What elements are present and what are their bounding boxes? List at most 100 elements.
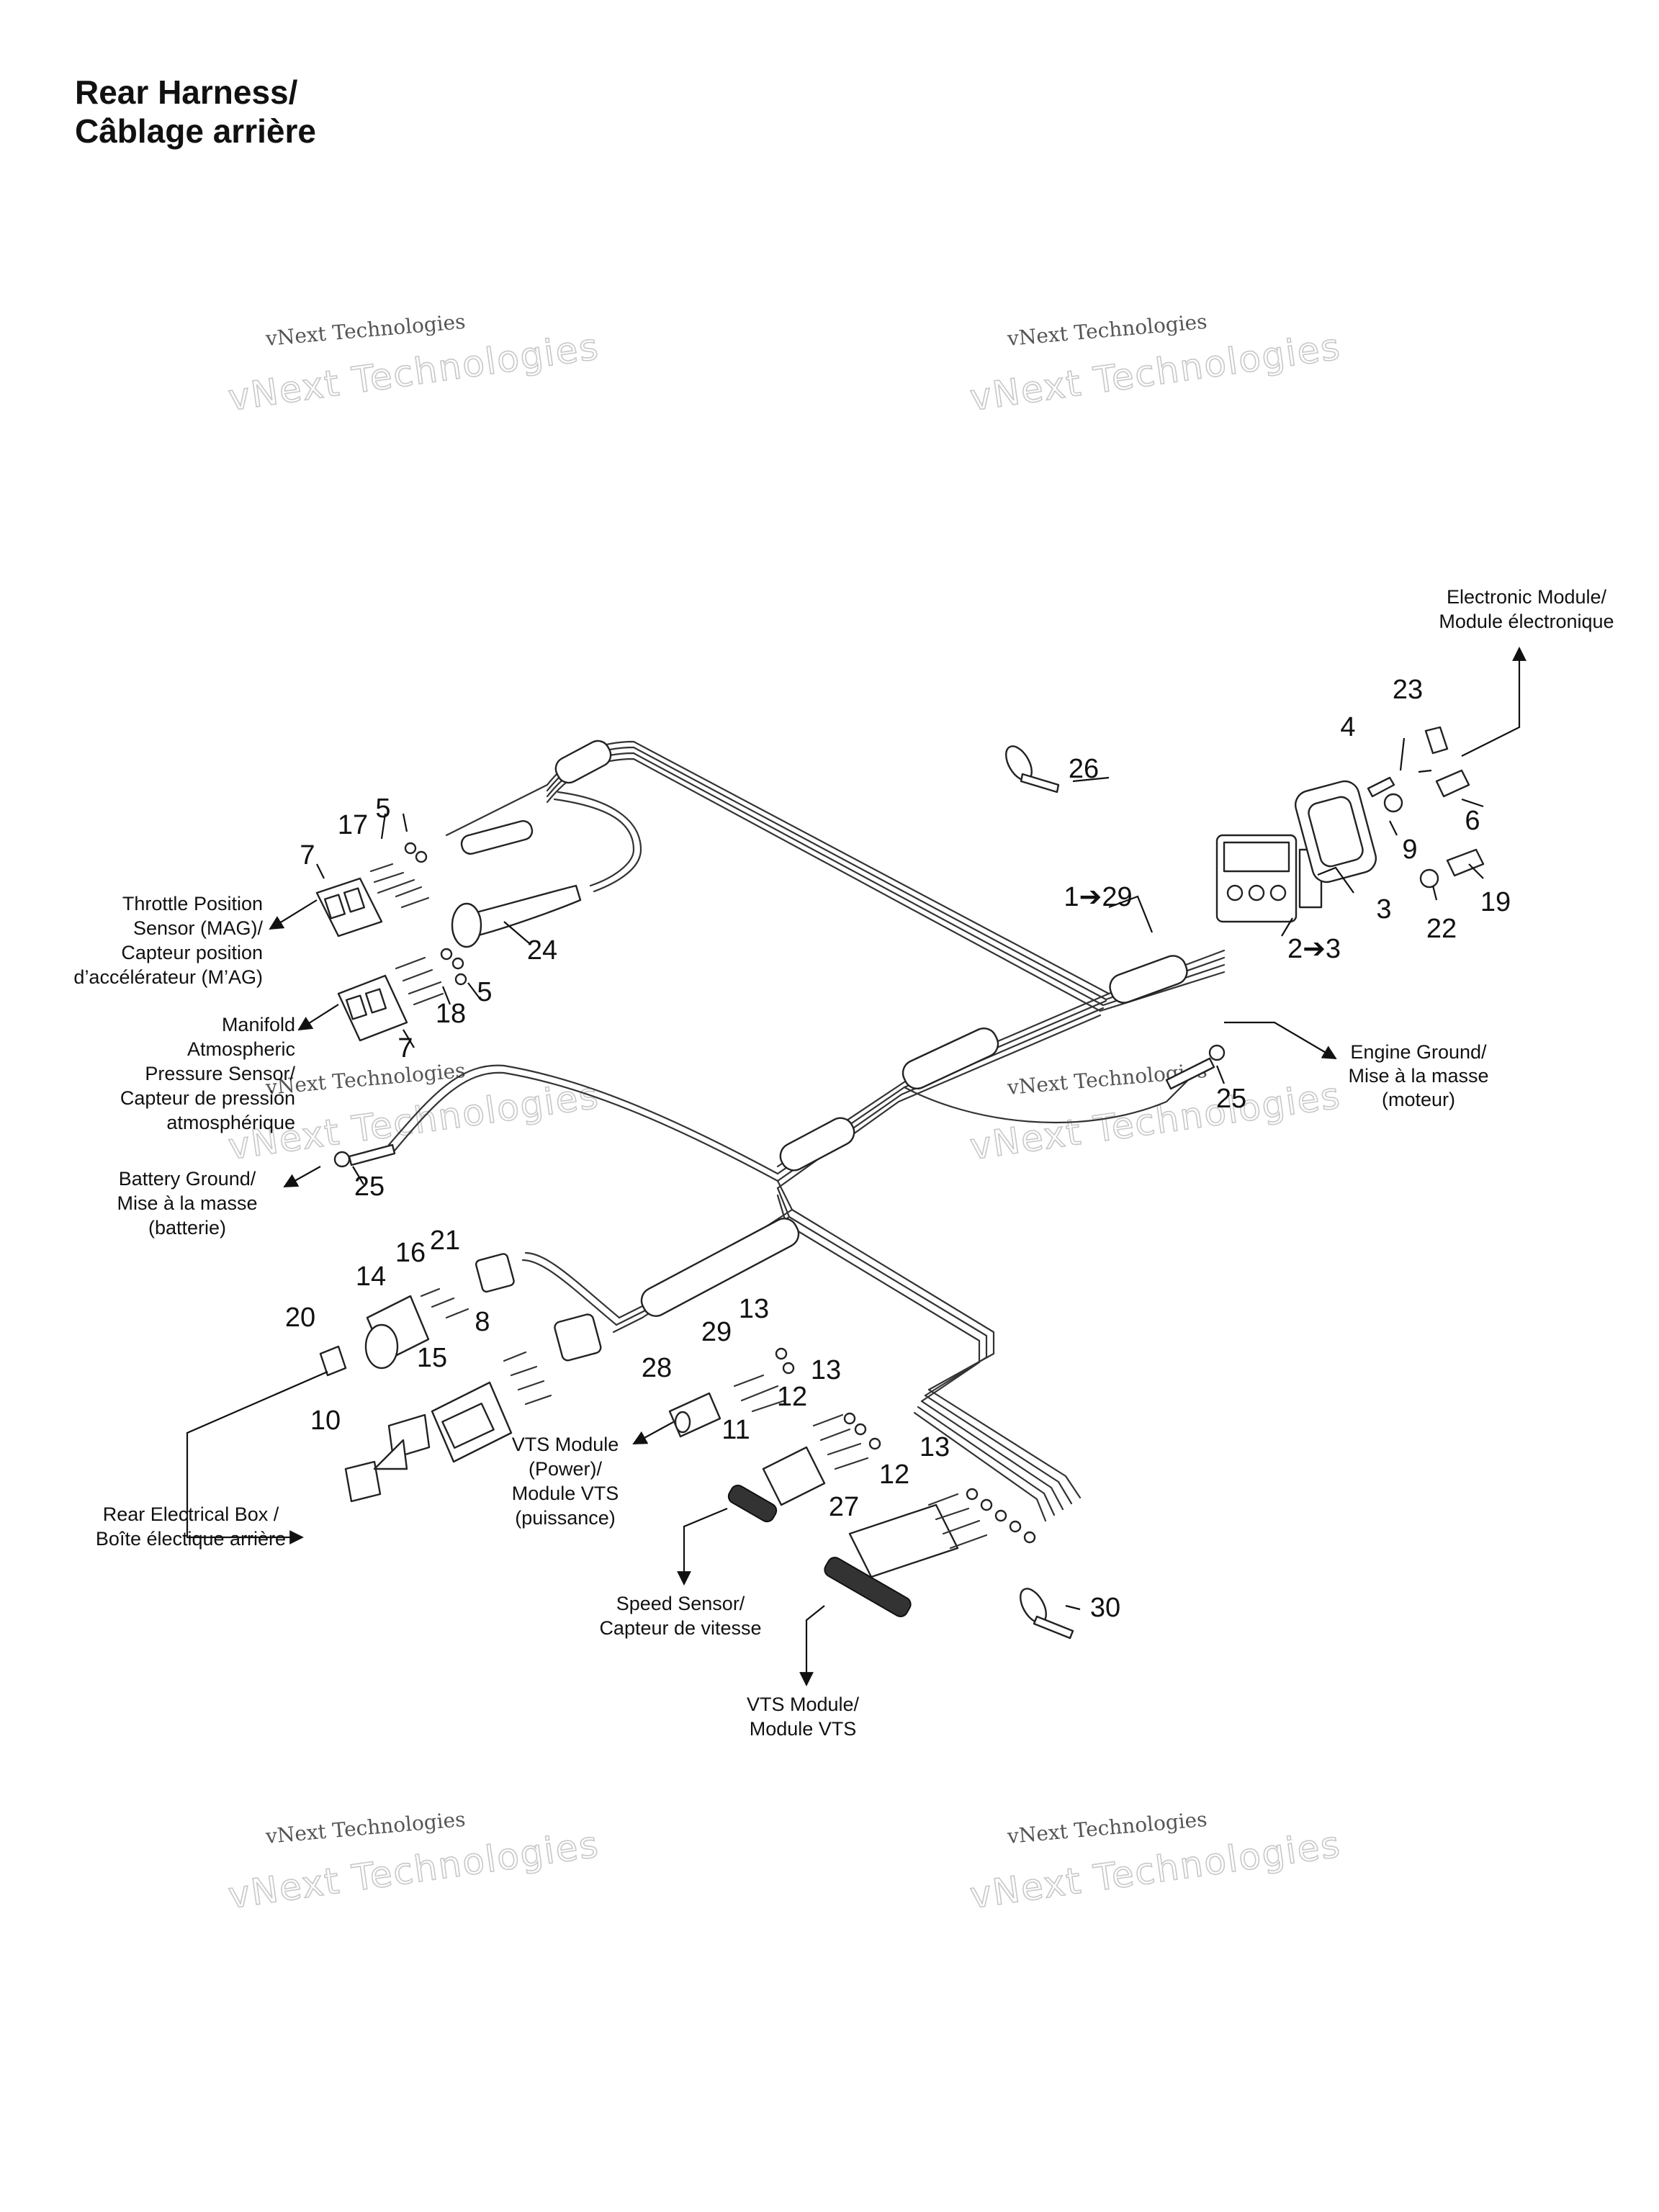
part-number-24: 24 xyxy=(527,935,557,966)
part-number-8: 8 xyxy=(475,1307,490,1337)
callout-engine-ground: Engine Ground/ Mise à la masse (moteur) xyxy=(1348,1041,1488,1110)
part-number-28: 28 xyxy=(642,1353,672,1383)
part-number-16: 16 xyxy=(395,1238,426,1268)
part-number-29: 29 xyxy=(701,1317,732,1347)
part-numbers: 23 4 26 6 9 1➔29 3 19 22 2➔3 17 5 7 24 1… xyxy=(285,675,1511,1623)
part-number-5-upper: 5 xyxy=(375,793,390,824)
part-number-14: 14 xyxy=(356,1262,386,1292)
part-number-25-battery: 25 xyxy=(354,1172,385,1202)
leader-lines xyxy=(186,647,1527,1686)
callout-line: (batterie) xyxy=(148,1217,226,1238)
callout-line: Electronic Module/ xyxy=(1447,586,1607,608)
watermark-top-left: vNext Technologies vNext Technologies xyxy=(225,310,603,420)
watermark-group: vNext Technologies vNext Technologies vN… xyxy=(225,310,1344,1917)
page-title-line1: Rear Harness/ xyxy=(75,73,298,111)
watermark-small: vNext Technologies xyxy=(264,310,467,351)
watermark-mid-right: vNext Technologies vNext Technologies xyxy=(967,1058,1344,1169)
callout-line: Sensor (MAG)/ xyxy=(133,917,264,939)
callout-line: Capteur de pression xyxy=(120,1087,295,1109)
callout-line: Engine Ground/ xyxy=(1350,1041,1487,1063)
callout-line: Module électronique xyxy=(1439,611,1614,632)
part-number-18: 18 xyxy=(436,999,466,1029)
part-number-12-a: 12 xyxy=(777,1382,807,1412)
electronic-module-assembly xyxy=(1215,780,1377,923)
watermark-bottom-right: vNext Technologies vNext Technologies xyxy=(967,1807,1344,1917)
part-number-6: 6 xyxy=(1465,806,1480,836)
part-number-19: 19 xyxy=(1480,887,1511,917)
part-number-22: 22 xyxy=(1426,914,1457,944)
connector-7-lower xyxy=(337,956,444,1042)
part-number-5-lower: 5 xyxy=(477,977,492,1007)
module-terminals xyxy=(1367,726,1485,889)
ground-terminal-engine xyxy=(1165,1044,1226,1090)
callout-line: (puissance) xyxy=(515,1507,616,1529)
callout-line: (Power)/ xyxy=(529,1458,603,1480)
callout-line: Mise à la masse xyxy=(1348,1065,1488,1087)
part-number-17: 17 xyxy=(338,810,368,840)
callout-throttle-position: Throttle Position Sensor (MAG)/ Capteur … xyxy=(73,893,263,988)
callout-line: Capteur position xyxy=(121,942,263,963)
watermark-top-right: vNext Technologies vNext Technologies xyxy=(967,310,1344,420)
callout-line: (moteur) xyxy=(1382,1089,1455,1110)
tie-wrap-30 xyxy=(1020,1588,1074,1640)
callout-line: Battery Ground/ xyxy=(119,1168,256,1190)
part-number-13-b: 13 xyxy=(811,1355,841,1385)
callout-rear-electrical-box: Rear Electrical Box / Boîte électique ar… xyxy=(96,1503,286,1550)
callout-line: atmosphérique xyxy=(166,1112,295,1133)
watermark-bottom-left: vNext Technologies vNext Technologies xyxy=(225,1807,603,1917)
harness-sleeves xyxy=(460,739,1188,1317)
callout-line: VTS Module xyxy=(512,1434,619,1455)
part-number-21: 21 xyxy=(430,1226,460,1256)
ground-terminal-battery xyxy=(333,1143,396,1168)
part-number-30: 30 xyxy=(1090,1593,1120,1623)
part-number-9: 9 xyxy=(1402,835,1417,865)
part-number-25-engine: 25 xyxy=(1216,1084,1246,1114)
callout-line: Mise à la masse xyxy=(117,1192,257,1214)
callout-line: Rear Electrical Box / xyxy=(103,1503,279,1525)
watermark-small: vNext Technologies xyxy=(1006,310,1208,351)
callout-vts-power: VTS Module (Power)/ Module VTS (puissanc… xyxy=(512,1434,619,1529)
callout-line: Speed Sensor/ xyxy=(616,1593,745,1614)
part-number-2-3: 2➔3 xyxy=(1287,934,1341,964)
part-number-26: 26 xyxy=(1069,754,1099,784)
part-number-4: 4 xyxy=(1340,712,1355,742)
callout-speed-sensor: Speed Sensor/ Capteur de vitesse xyxy=(599,1593,761,1639)
part-number-27: 27 xyxy=(829,1492,859,1522)
callout-line: Module VTS xyxy=(750,1718,857,1740)
callout-line: Boîte électique arrière xyxy=(96,1528,286,1550)
watermark-small: vNext Technologies xyxy=(1006,1807,1208,1848)
part-number-10: 10 xyxy=(310,1406,341,1436)
part-number-12-b: 12 xyxy=(879,1460,909,1490)
watermark-small: vNext Technologies xyxy=(264,1807,467,1848)
tie-wrap-26 xyxy=(1005,745,1060,793)
callout-line: Module VTS xyxy=(512,1483,619,1504)
callout-battery-ground: Battery Ground/ Mise à la masse (batteri… xyxy=(117,1168,257,1238)
part-number-11: 11 xyxy=(721,1415,750,1445)
connector-24 xyxy=(451,884,582,948)
part-number-7-lower: 7 xyxy=(397,1033,413,1064)
vts-seals xyxy=(775,1347,1036,1544)
callout-line: Atmospheric xyxy=(187,1038,295,1060)
callout-line: Throttle Position xyxy=(122,893,263,914)
page-title-line2: Câblage arrière xyxy=(75,112,316,150)
rear-box-parts xyxy=(319,1253,602,1503)
callout-electronic-module: Electronic Module/ Module électronique xyxy=(1439,586,1614,632)
part-number-13-a: 13 xyxy=(739,1294,769,1324)
part-number-23: 23 xyxy=(1393,675,1423,705)
callout-line: Capteur de vitesse xyxy=(599,1617,761,1639)
callout-vts-module: VTS Module/ Module VTS xyxy=(747,1694,860,1740)
part-number-20: 20 xyxy=(285,1303,315,1333)
callout-line: d’accélérateur (M’AG) xyxy=(73,966,263,988)
callout-manifold-pressure: Manifold Atmospheric Pressure Sensor/ Ca… xyxy=(120,1014,296,1133)
callout-line: Manifold xyxy=(222,1014,295,1035)
part-number-1-29: 1➔29 xyxy=(1064,882,1132,912)
part-number-7-upper: 7 xyxy=(300,840,315,871)
part-number-13-c: 13 xyxy=(920,1432,950,1462)
part-number-3: 3 xyxy=(1376,894,1391,925)
callout-line: Pressure Sensor/ xyxy=(145,1063,295,1084)
seals-5 xyxy=(404,842,467,986)
vts-connectors xyxy=(668,1374,988,1617)
connector-7-upper xyxy=(315,863,430,938)
part-number-15: 15 xyxy=(417,1343,447,1373)
